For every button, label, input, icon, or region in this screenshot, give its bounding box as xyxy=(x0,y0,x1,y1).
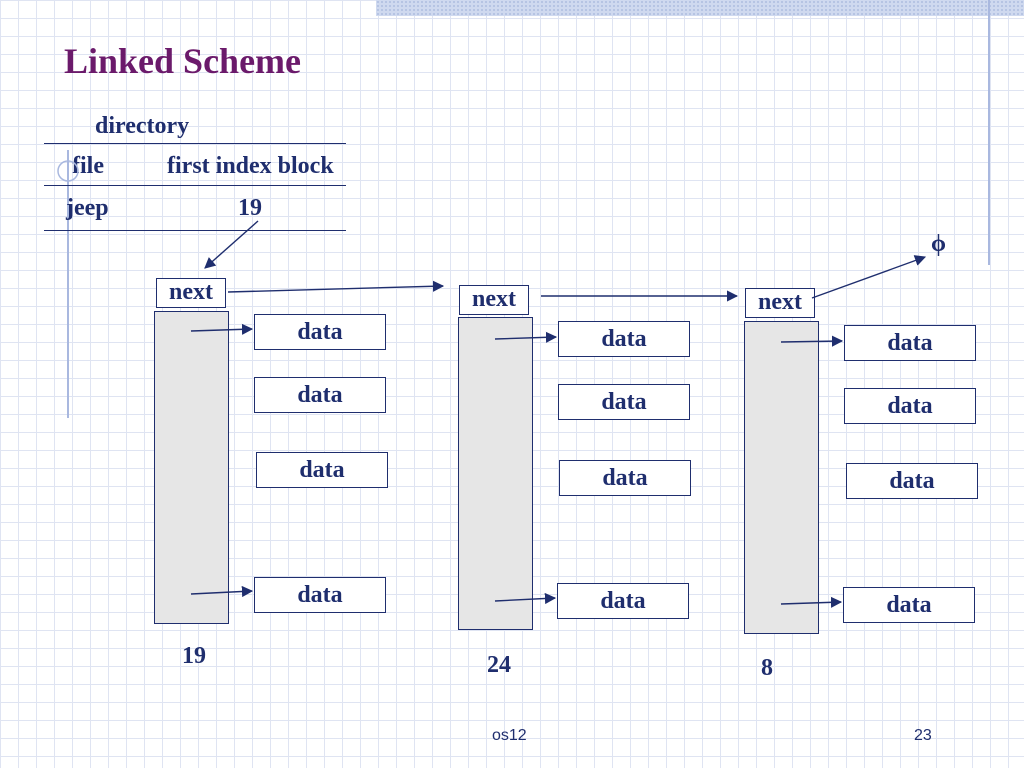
arrow-block-8-data-4 xyxy=(780,596,843,608)
block-8-data-1: data xyxy=(844,325,976,361)
decorative-vertical-line-left xyxy=(67,150,69,418)
block-8-data-4: data xyxy=(843,587,975,623)
footer-center-text: os12 xyxy=(492,727,527,744)
arrow-block-24-data-1 xyxy=(494,331,558,343)
decorative-vertical-line-right xyxy=(988,0,990,265)
slide-title: Linked Scheme xyxy=(64,41,302,81)
block-24-data-4: data xyxy=(557,583,689,619)
arrow-block-19-to-block-24 xyxy=(227,280,445,293)
directory-caption: directory xyxy=(95,113,190,139)
arrow-block-24-data-4 xyxy=(494,592,557,605)
block-24-index-column xyxy=(458,317,533,630)
block-19-next-pointer: next xyxy=(156,278,226,308)
block-8-index-column xyxy=(744,321,819,634)
block-19-data-4: data xyxy=(254,577,386,613)
block-19-data-2: data xyxy=(254,377,386,413)
block-19-data-1: data xyxy=(254,314,386,350)
block-24-number: 24 xyxy=(487,652,511,678)
directory-rule-bottom xyxy=(44,230,346,231)
directory-rule-middle xyxy=(44,185,346,186)
block-19-data-3: data xyxy=(256,452,388,488)
directory-row-first-index-block: 19 xyxy=(238,195,262,221)
block-8-data-2: data xyxy=(844,388,976,424)
directory-rule-top xyxy=(44,143,346,144)
block-8-next-pointer: next xyxy=(745,288,815,318)
block-24-data-3: data xyxy=(559,460,691,496)
arrow-block-19-data-4 xyxy=(190,585,254,598)
block-19-number: 19 xyxy=(182,643,206,669)
directory-header-first-index-block: first index block xyxy=(167,153,334,179)
block-19-index-column xyxy=(154,311,229,624)
block-8-number: 8 xyxy=(761,655,773,681)
arrow-block-8-to-null xyxy=(811,255,927,299)
arrow-directory-to-block-19 xyxy=(204,220,259,269)
arrow-block-19-data-1 xyxy=(190,323,254,335)
decorative-circle xyxy=(57,160,79,182)
directory-row-file: jeep xyxy=(66,195,109,221)
block-8-data-3: data xyxy=(846,463,978,499)
null-pointer-symbol: ϕ xyxy=(931,231,946,257)
block-24-next-pointer: next xyxy=(459,285,529,315)
block-24-data-1: data xyxy=(558,321,690,357)
page-number: 23 xyxy=(914,727,932,744)
block-24-data-2: data xyxy=(558,384,690,420)
arrow-block-8-data-1 xyxy=(780,335,844,347)
header-banner xyxy=(376,0,1024,16)
